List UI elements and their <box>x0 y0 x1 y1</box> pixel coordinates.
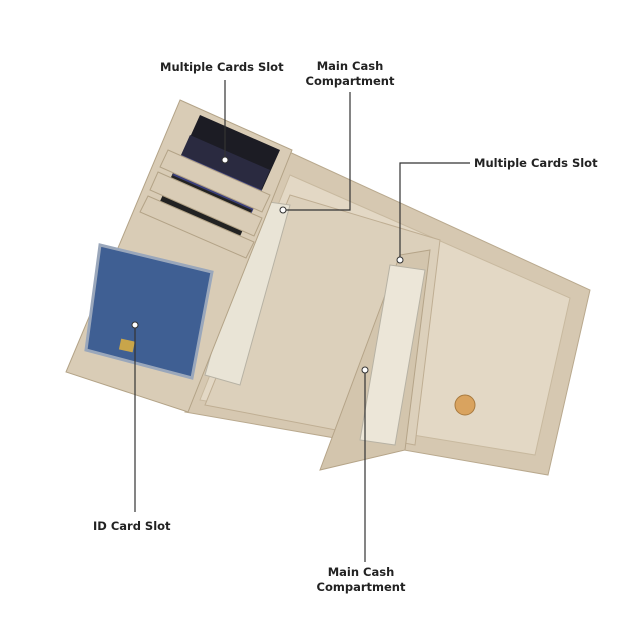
label-main-cash-top: Main Cash Compartment <box>300 59 400 89</box>
label-line: Main Cash <box>327 565 395 579</box>
label-multiple-cards-slot-top: Multiple Cards Slot <box>160 60 284 74</box>
banknote-2 <box>359 264 426 446</box>
leader-dots <box>131 156 404 374</box>
snap-button <box>454 394 476 416</box>
label-id-card-slot: ID Card Slot <box>93 519 171 533</box>
leader-lines <box>134 80 470 562</box>
label-line: Main Cash <box>316 59 384 73</box>
card-slots <box>139 115 280 259</box>
card-chip <box>118 338 135 353</box>
id-card-window <box>84 243 214 380</box>
label-line: Compartment <box>316 580 406 594</box>
label-multiple-cards-slot-right: Multiple Cards Slot <box>474 156 598 170</box>
label-line: Compartment <box>305 74 395 88</box>
label-main-cash-bottom: Main Cash Compartment <box>311 565 411 595</box>
